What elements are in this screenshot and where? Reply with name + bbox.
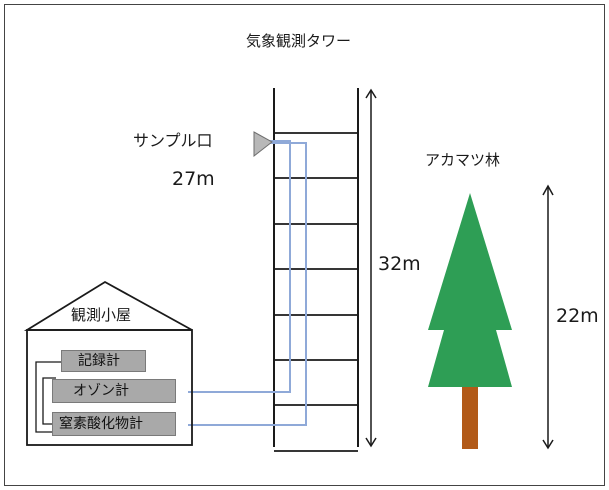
diagram-frame [4, 4, 605, 486]
tower-height-label: 32m [378, 253, 421, 275]
sample-tubes [188, 140, 307, 426]
sample-inlet-label: サンプル口 [133, 131, 213, 150]
tree-crown [428, 193, 512, 387]
recorder-box: 記録計 [61, 350, 146, 372]
hut-body [26, 329, 193, 446]
ozone-meter-box: オゾン計 [52, 379, 176, 403]
tower-rungs [274, 132, 358, 452]
instrument-wiring [35, 361, 61, 433]
sample-inlet-icon [253, 131, 273, 158]
nox-meter-box: 窒素酸化物計 [52, 412, 176, 436]
observation-hut [23, 280, 193, 446]
sample-inlet-height: 27m [172, 168, 215, 190]
tube-nox [188, 142, 307, 426]
forest-label: アカマツ林 [425, 151, 501, 169]
tube-ozone [188, 140, 291, 393]
tower-title: 気象観測タワー [246, 32, 352, 50]
red-pine-tree [428, 193, 512, 449]
tower-height-arrow [365, 88, 377, 448]
tower [273, 88, 359, 452]
tree-trunk [462, 385, 478, 449]
tree-height-arrow [542, 184, 554, 450]
tree-height-label: 22m [556, 305, 599, 327]
hut-label: 観測小屋 [71, 306, 132, 324]
